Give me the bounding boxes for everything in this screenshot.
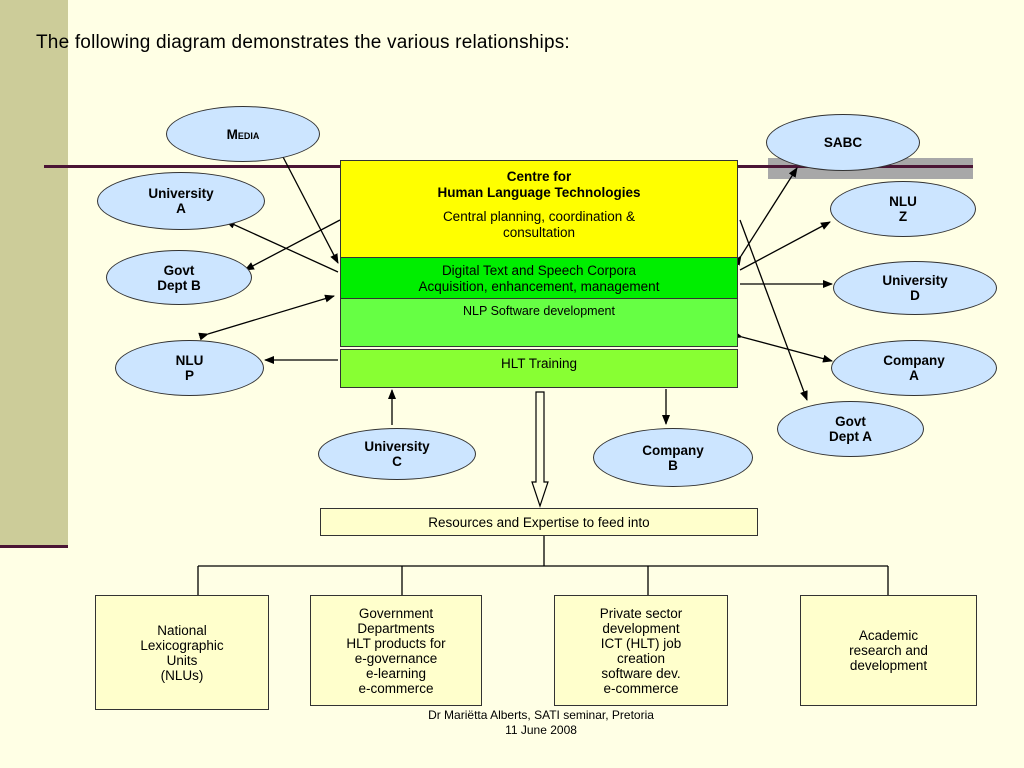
hlt-centre-heading: Centre for Human Language Technologies <box>437 169 641 200</box>
resources-label: Resources and Expertise to feed into <box>428 514 650 530</box>
accent-line-sidebar <box>0 545 68 548</box>
hlt-centre-subtitle: Central planning, coordination & consult… <box>442 209 636 240</box>
node-nlu-p: NLU P <box>115 340 264 396</box>
node-sabc-label: SABC <box>823 135 863 150</box>
node-nlu-z-label: NLU Z <box>889 194 917 224</box>
node-university-c-label: University C <box>364 439 430 469</box>
node-university-d: University D <box>833 261 997 315</box>
node-govt-dept-a: Govt Dept A <box>777 401 924 457</box>
resources-box: Resources and Expertise to feed into <box>320 508 758 536</box>
node-media: Media <box>166 106 320 162</box>
node-govt-dept-a-label: Govt Dept A <box>829 414 872 444</box>
accent-line-left <box>44 165 342 168</box>
node-sabc: SABC <box>766 114 920 171</box>
node-govt-dept-b: Govt Dept B <box>106 250 252 305</box>
node-university-a: University A <box>97 172 265 230</box>
node-university-a-label: University A <box>148 186 214 216</box>
nlp-software-box: NLP Software development <box>340 298 738 347</box>
target-box-govt-departments: Government Departments HLT products for … <box>310 595 482 706</box>
hlt-centre-box: Centre for Human Language Technologies C… <box>340 160 738 258</box>
node-nlu-z: NLU Z <box>830 181 976 237</box>
target-box-private-sector: Private sector development ICT (HLT) job… <box>554 595 728 706</box>
footer-text: Dr Mariëtta Alberts, SATI seminar, Preto… <box>428 708 654 737</box>
hlt-training-box: HLT Training <box>340 349 738 388</box>
node-university-d-label: University D <box>882 273 948 303</box>
node-company-a: Company A <box>831 340 997 396</box>
node-nlu-p-label: NLU P <box>175 353 204 383</box>
node-media-label: Media <box>226 126 260 142</box>
slide-title: The following diagram demonstrates the v… <box>36 32 570 53</box>
target-box-nlus: National Lexicographic Units (NLUs) <box>95 595 269 710</box>
left-sidebar-band <box>0 0 68 548</box>
node-company-a-label: Company A <box>883 353 945 383</box>
node-university-c: University C <box>318 428 476 480</box>
node-govt-dept-b-label: Govt Dept B <box>157 262 201 293</box>
corpora-box: Digital Text and Speech Corpora Acquisit… <box>340 257 738 299</box>
accent-bar-gray-bottom <box>768 168 973 179</box>
node-company-b: Company B <box>593 428 753 487</box>
node-company-b-label: Company B <box>642 442 704 473</box>
target-box-academic: Academic research and development <box>800 595 977 706</box>
